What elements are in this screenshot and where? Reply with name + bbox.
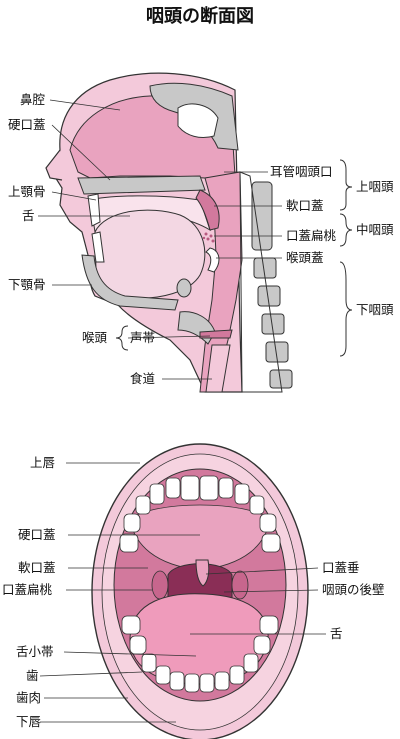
- mouth-leader-lines: [39, 462, 326, 723]
- label-hard-palate-mouth: 硬口蓋: [18, 527, 56, 542]
- vocal-cord-shape: [199, 329, 233, 339]
- palate-area: [129, 504, 271, 571]
- uvula-shape: [195, 559, 210, 587]
- label-maxilla: 上顎骨: [8, 184, 46, 199]
- hard-palate-bone: [77, 175, 206, 195]
- cervical-vertebrae: [251, 181, 293, 389]
- label-teeth: 歯: [26, 668, 39, 683]
- label-tongue-mouth: 舌: [330, 626, 343, 641]
- sphenoid-sinus: [177, 103, 219, 139]
- lower-incisor: [91, 231, 105, 263]
- label-palatine-tonsil-section: 口蓋扁桃: [286, 228, 337, 243]
- label-lower-lip: 下唇: [16, 714, 42, 729]
- label-palatine-tonsil-mouth: 口蓋扁桃: [2, 582, 53, 597]
- label-nasal-cavity: 鼻腔: [20, 92, 46, 107]
- region-braces: [115, 159, 353, 357]
- label-epiglottis: 喉頭蓋: [286, 250, 324, 265]
- upper-teeth: [119, 475, 281, 553]
- label-soft-palate-section: 軟口蓋: [286, 198, 324, 213]
- label-upper-lip: 上唇: [30, 455, 56, 470]
- mandible-bone: [81, 254, 179, 311]
- label-mandible: 下顎骨: [8, 277, 46, 292]
- label-tongue-section: 舌: [22, 208, 35, 223]
- nose-shape: [45, 149, 63, 181]
- label-soft-palate-mouth: 軟口蓋: [18, 560, 56, 575]
- hyoid-bone: [176, 278, 192, 298]
- label-lingual-frenulum: 舌小帯: [16, 644, 54, 659]
- label-oropharynx: 中咽頭: [356, 222, 394, 237]
- open-mouth-drawing: [91, 443, 309, 739]
- label-eustachian-opening: 耳管咽頭口: [270, 164, 333, 179]
- right-tonsil: [231, 570, 249, 600]
- sagittal-section-drawing: [45, 72, 293, 393]
- label-hard-palate-section: 硬口蓋: [8, 117, 46, 132]
- label-gums: 歯肉: [16, 690, 42, 705]
- soft-palate-shape: [195, 189, 220, 231]
- label-posterior-pharyngeal-wall: 咽頭の後壁: [322, 582, 385, 597]
- label-nasopharynx: 上咽頭: [356, 179, 394, 194]
- left-tonsil: [151, 570, 169, 600]
- epiglottis-shape: [205, 247, 220, 273]
- page-title: 咽頭の断面図: [146, 6, 254, 27]
- esophagus-shape: [205, 344, 231, 393]
- lower-teeth: [121, 615, 279, 693]
- section-leader-lines: [38, 99, 282, 380]
- label-vocal-cord: 声帯: [130, 330, 156, 345]
- spinal-outline: [239, 171, 283, 393]
- label-hypopharynx: 下咽頭: [356, 302, 394, 317]
- label-uvula: 口蓋垂: [322, 560, 360, 575]
- label-esophagus: 食道: [130, 371, 156, 386]
- label-larynx: 喉頭: [82, 330, 108, 345]
- tonsil-dots: [202, 232, 215, 243]
